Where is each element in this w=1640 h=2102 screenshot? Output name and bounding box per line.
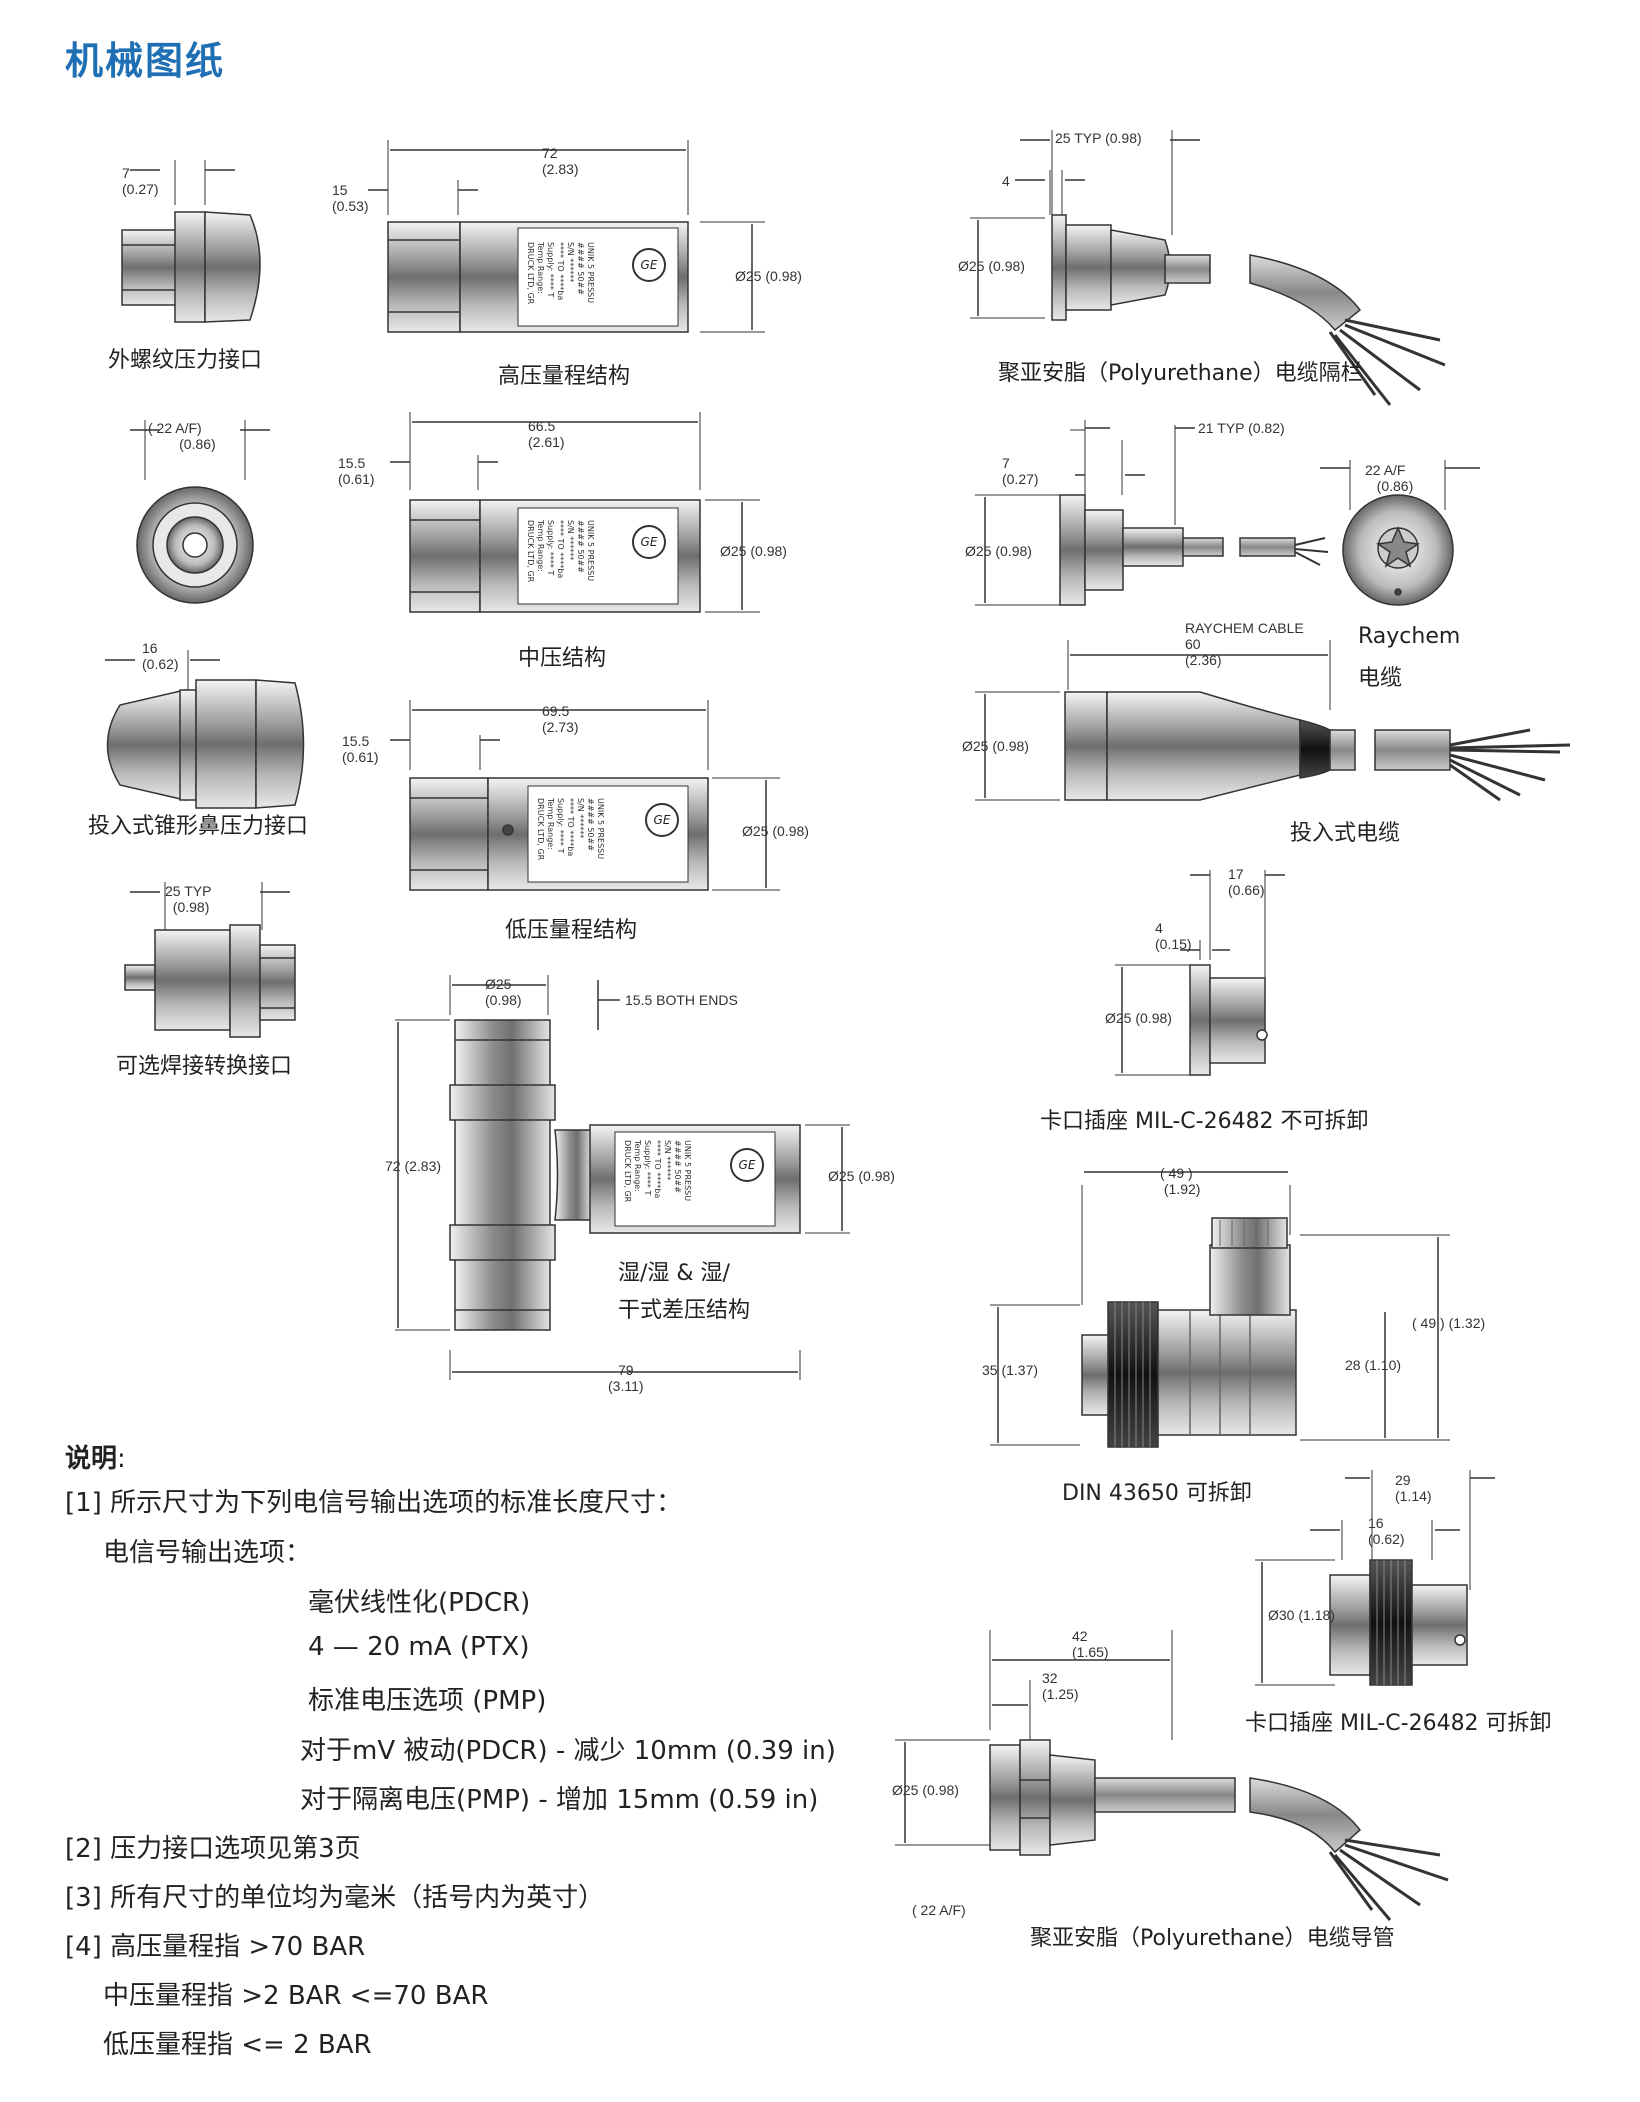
note-1-sub: 电信号输出选项： <box>103 1538 312 1568</box>
mid-range-drawing <box>390 412 760 613</box>
dim-label: Ø25 (0.98) <box>892 1782 959 1798</box>
note-4: [4] 高压量程指 >70 BAR <box>65 1932 366 1962</box>
dim-label: 35 (1.37) <box>982 1362 1039 1378</box>
option-2: 4 — 20 mA (PTX) <box>308 1632 530 1662</box>
caption-wet-wet-1: 湿/湿 & 湿/ <box>618 1261 730 1286</box>
note-4-mid: 中压量程指 >2 BAR <=70 BAR <box>103 1981 489 2011</box>
ge-logo-icon: GE <box>632 248 666 282</box>
dim-label: Ø25 (0.98) <box>742 823 809 839</box>
caption-bayonet-fixed: 卡口插座 MIL-C-26482 不可拆卸 <box>1040 1109 1369 1134</box>
dim-label: 42(1.65) <box>1072 1628 1109 1660</box>
raychem-side-drawing <box>975 420 1329 606</box>
dim-label: Ø25(0.98) <box>485 976 522 1008</box>
ge-logo-icon: GE <box>730 1148 764 1182</box>
dim-label: 25 TYP (0.98) <box>165 883 212 915</box>
submersible-drawing <box>975 640 1571 802</box>
dim-label: 15.5 BOTH ENDS <box>625 992 738 1008</box>
bayonet-fixed-drawing <box>1115 870 1285 1076</box>
device-label: UNIK 5 PRESSU #### 50##S/N ****** **** T… <box>536 798 605 861</box>
caption-external-thread: 外螺纹压力接口 <box>108 348 263 373</box>
note-2: [2] 压力接口选项见第3页 <box>65 1834 361 1864</box>
dim-label: Ø25 (0.98) <box>962 738 1029 754</box>
notes-heading: 说明: <box>65 1444 126 1474</box>
dim-label: 79(3.11) <box>608 1362 644 1394</box>
caption-raychem-1: Raychem <box>1358 624 1461 649</box>
wet-wet-drawing <box>395 975 850 1380</box>
pu-barrier-drawing <box>970 130 1446 406</box>
dim-label: Ø30 (1.18) <box>1268 1607 1335 1623</box>
dim-label: 17(0.66) <box>1228 866 1265 898</box>
device-label: UNIK 5 PRESSU #### 50##S/N ****** **** T… <box>526 242 595 305</box>
ge-logo-icon: GE <box>645 803 679 837</box>
dim-label: Ø25 (0.98) <box>828 1168 895 1184</box>
dim-label: ( 22 A/F) (0.86) <box>148 420 216 452</box>
dim-label: Ø25 (0.98) <box>965 543 1032 559</box>
dim-label: RAYCHEM CABLE <box>1185 620 1304 636</box>
dim-label: 69.5(2.73) <box>542 703 579 735</box>
dim-label: 16(0.62) <box>142 640 179 672</box>
dim-label: 25 TYP (0.98) <box>1055 130 1142 146</box>
option-5: 对于隔离电压(PMP) - 增加 15mm (0.59 in) <box>300 1785 819 1815</box>
caption-pu-conduit: 聚亚安脂（Polyurethane）电缆导管 <box>1030 1926 1395 1951</box>
caption-mid-range: 中压结构 <box>518 646 607 671</box>
caption-weld-adapter: 可选焊接转换接口 <box>116 1054 293 1079</box>
dim-label: 60(2.36) <box>1185 636 1222 668</box>
dim-label: 16(0.62) <box>1368 1515 1405 1547</box>
pu-conduit-drawing <box>895 1630 1449 1921</box>
dim-label: 15(0.53) <box>332 182 369 214</box>
dim-label: ( 49 ) (1.92) <box>1160 1165 1201 1197</box>
dim-label: 72(2.83) <box>542 145 579 177</box>
hex-front-drawing <box>130 420 270 604</box>
dim-label: 72 (2.83) <box>385 1158 442 1174</box>
dim-label: 4(0.15) <box>1155 920 1192 952</box>
caption-bayonet-removable: 卡口插座 MIL-C-26482 可拆卸 <box>1245 1711 1552 1736</box>
external-thread-drawing <box>121 160 261 323</box>
option-3: 标准电压选项 (PMP) <box>308 1686 547 1716</box>
caption-raychem-2: 电缆 <box>1358 666 1403 691</box>
weld-adapter-drawing <box>124 882 296 1038</box>
note-1: [1] 所示尺寸为下列电信号输出选项的标准长度尺寸： <box>65 1488 683 1518</box>
dim-label: 28 (1.10) <box>1345 1357 1402 1373</box>
dim-label: 7(0.27) <box>122 165 159 197</box>
option-1: 毫伏线性化(PDCR) <box>308 1588 531 1618</box>
dim-label: 15.5(0.61) <box>342 733 379 765</box>
device-label: UNIK 5 PRESSU #### 50##S/N ****** **** T… <box>623 1140 692 1203</box>
dim-label: 7(0.27) <box>1002 455 1039 487</box>
cone-nose-drawing <box>105 650 305 809</box>
dim-label: 22 A/F (0.86) <box>1365 462 1414 494</box>
caption-cone-nose: 投入式锥形鼻压力接口 <box>88 814 309 839</box>
device-label: UNIK 5 PRESSU #### 50##S/N ****** **** T… <box>526 520 595 583</box>
note-4-low: 低压量程指 <= 2 BAR <box>103 2030 372 2060</box>
dim-label: Ø25 (0.98) <box>1105 1010 1172 1026</box>
caption-high-range: 高压量程结构 <box>498 364 631 389</box>
dim-label: 32(1.25) <box>1042 1670 1079 1702</box>
caption-wet-wet-2: 干式差压结构 <box>618 1298 751 1323</box>
dim-label: 66.5(2.61) <box>528 418 565 450</box>
dim-label: Ø25 (0.98) <box>735 268 802 284</box>
low-range-drawing <box>390 700 780 891</box>
dim-label: ( 49 ) (1.32) <box>1412 1315 1486 1331</box>
din-drawing <box>990 1171 1450 1448</box>
raychem-end-drawing <box>1320 460 1480 606</box>
dim-label: Ø25 (0.98) <box>958 258 1025 274</box>
note-3: [3] 所有尺寸的单位均为毫米（括号内为英寸） <box>65 1883 605 1913</box>
dim-label: 4 <box>1002 173 1010 189</box>
dim-label: 15.5(0.61) <box>338 455 375 487</box>
bayonet-removable-drawing <box>1255 1470 1495 1686</box>
dim-label: Ø25 (0.98) <box>720 543 787 559</box>
dim-label: ( 22 A/F) <box>912 1902 966 1918</box>
page-title: 机械图纸 <box>65 39 226 83</box>
dim-label: 21 TYP (0.82) <box>1198 420 1285 436</box>
ge-logo-icon: GE <box>632 525 666 559</box>
caption-low-range: 低压量程结构 <box>505 918 638 943</box>
caption-submersible: 投入式电缆 <box>1290 821 1401 846</box>
caption-din: DIN 43650 可拆卸 <box>1062 1481 1252 1506</box>
caption-pu-barrier: 聚亚安脂（Polyurethane）电缆隔栏 <box>998 361 1363 386</box>
option-4: 对于mV 被动(PDCR) - 减少 10mm (0.39 in) <box>300 1736 836 1766</box>
dim-label: 29(1.14) <box>1395 1472 1432 1504</box>
